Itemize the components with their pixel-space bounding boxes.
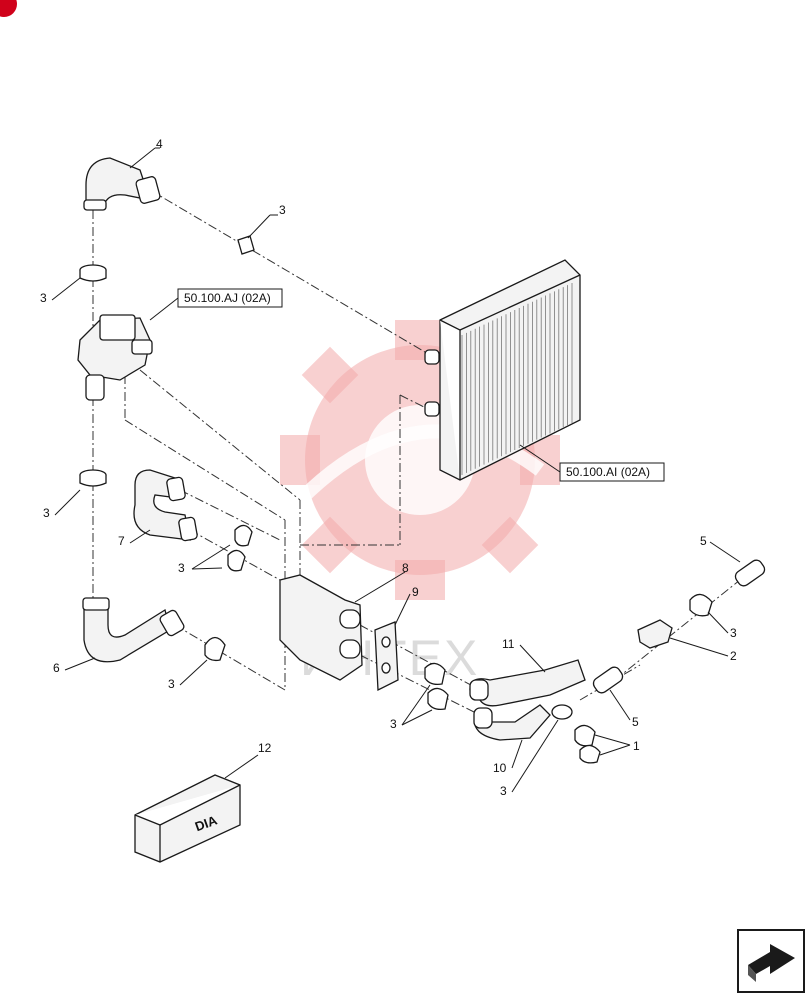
shipping-crate: DIA [134, 774, 241, 863]
svg-text:5: 5 [632, 715, 639, 729]
svg-text:6: 6 [53, 661, 60, 675]
ref-box-ai[interactable]: 50.100.AI (02A) [519, 444, 665, 482]
ref-label-ai: 50.100.AI (02A) [566, 465, 650, 479]
hose-double [133, 469, 198, 542]
clamp-lower [79, 469, 107, 487]
callout-11: 11 [502, 637, 546, 673]
svg-text:8: 8 [402, 561, 409, 575]
svg-text:3: 3 [730, 626, 737, 640]
callout-6: 6 [53, 657, 96, 675]
callout-5-upper: 5 [700, 534, 741, 563]
callout-3-bottom-left: 3 [168, 659, 208, 691]
svg-text:10: 10 [493, 761, 507, 775]
svg-text:3: 3 [178, 561, 185, 575]
callout-3-mid: 3 [178, 544, 231, 575]
svg-text:9: 9 [412, 585, 419, 599]
clamp-bottom-left [204, 636, 226, 662]
callout-5-lower: 5 [609, 689, 639, 729]
pipe-connector-lower [592, 666, 624, 694]
svg-text:1: 1 [633, 739, 640, 753]
hose-elbow-bottom [82, 597, 185, 663]
callout-1: 1 [594, 734, 640, 756]
corner-badge-icon[interactable] [0, 0, 17, 17]
clamp-upper [79, 264, 107, 282]
svg-text:11: 11 [502, 637, 515, 651]
callout-10: 10 [493, 739, 523, 775]
clip-set [574, 724, 601, 764]
callout-2: 2 [669, 637, 737, 663]
svg-text:5: 5 [700, 534, 707, 548]
callout-3-top: 3 [247, 203, 286, 239]
callout-9: 9 [394, 585, 419, 626]
svg-text:3: 3 [43, 506, 50, 520]
ref-label-aj: 50.100.AJ (02A) [184, 291, 271, 305]
callout-12: 12 [224, 741, 272, 779]
callout-3-left-lower: 3 [43, 489, 81, 520]
ref-box-aj[interactable]: 50.100.AJ (02A) [149, 288, 283, 321]
svg-text:3: 3 [40, 291, 47, 305]
callout-3-center: 3 [390, 684, 433, 731]
callout-4: 4 [129, 137, 163, 169]
clamp-right-upper [689, 593, 713, 617]
clamp-near-ref [237, 235, 255, 255]
gasket-plate [374, 621, 399, 692]
clamps-center [424, 662, 449, 711]
hose-clamp-11 [551, 704, 573, 720]
svg-text:3: 3 [279, 203, 286, 217]
pipe-connector-upper [734, 559, 766, 587]
callout-8: 8 [354, 561, 409, 603]
hose-u-lower [473, 704, 551, 741]
svg-text:4: 4 [156, 137, 163, 151]
svg-text:12: 12 [258, 741, 272, 755]
callout-3-left-upper: 3 [40, 277, 81, 305]
hose-u-upper [469, 659, 586, 707]
clamps-pair [227, 524, 253, 572]
heater-core [424, 259, 581, 481]
crate-label: DIA [193, 812, 220, 834]
water-valve [77, 314, 153, 401]
callout-3-bottom-center: 3 [500, 719, 559, 798]
svg-text:7: 7 [118, 534, 125, 548]
hose-elbow-top [83, 157, 161, 211]
connector-part-2 [637, 619, 673, 649]
next-page-arrow-icon[interactable] [737, 929, 805, 993]
callout-7: 7 [118, 529, 151, 548]
callout-3-right: 3 [707, 611, 737, 640]
svg-text:2: 2 [730, 649, 737, 663]
svg-text:3: 3 [390, 717, 397, 731]
svg-text:3: 3 [168, 677, 175, 691]
bracket-assembly [279, 574, 363, 681]
svg-text:3: 3 [500, 784, 507, 798]
